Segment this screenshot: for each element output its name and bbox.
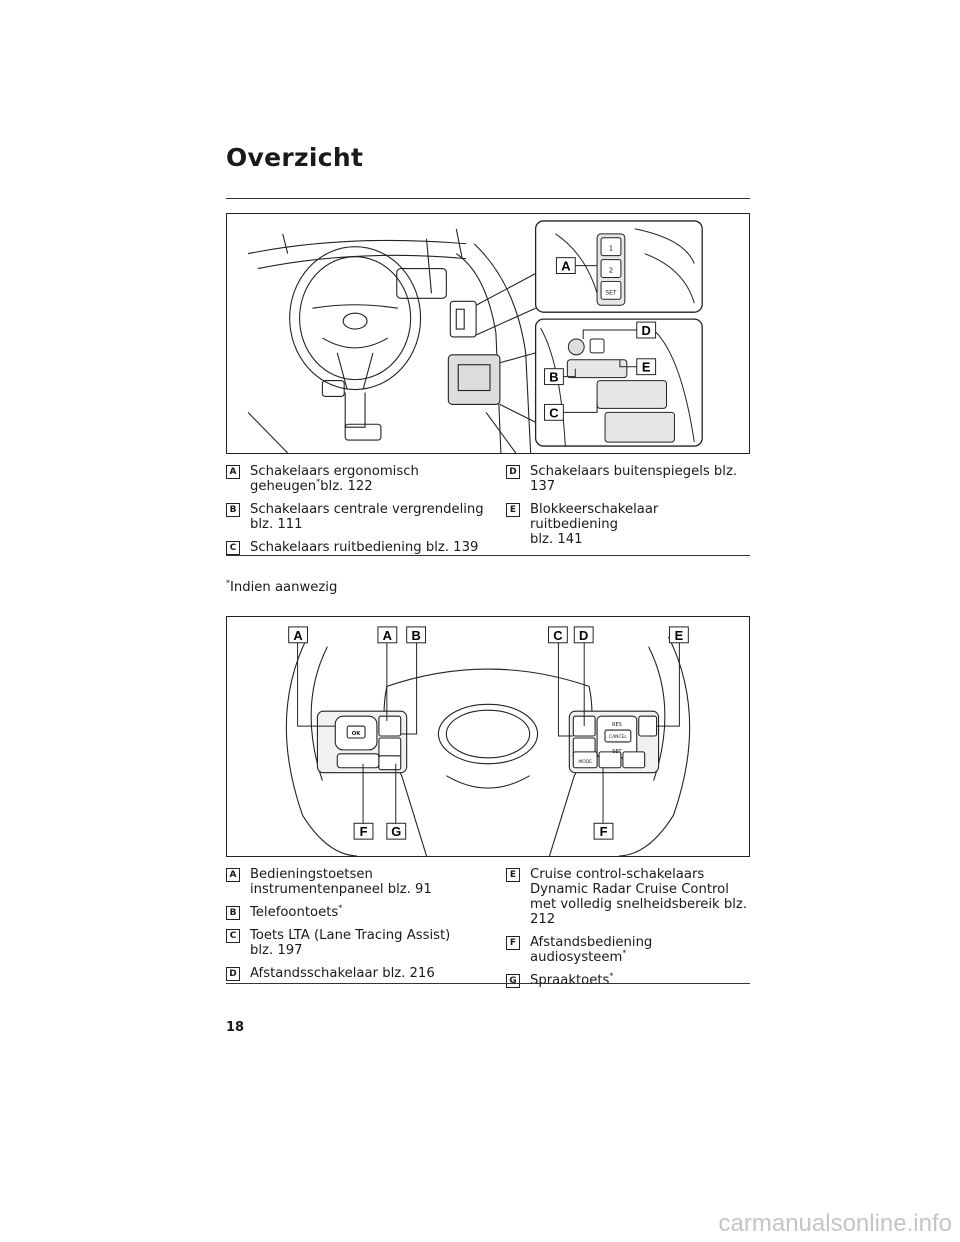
legend-text: Telefoontoets <box>250 905 339 920</box>
legend-text: Toets LTA (Lane Tracing Assist) <box>250 928 451 943</box>
legend-tag: F <box>506 936 520 950</box>
callout-b: B <box>411 628 420 643</box>
button-label: OK <box>352 731 362 737</box>
callout-e: E <box>642 360 651 375</box>
callout-d: D <box>642 323 651 338</box>
legend-item: D Schakelaars buitenspiegels blz. 137 <box>506 464 750 494</box>
legend-item: E Cruise control-schakelaars Dynamic Rad… <box>506 867 750 927</box>
legend-item: C Schakelaars ruitbediening blz. 139 <box>226 540 488 555</box>
legend-tag: A <box>226 465 240 479</box>
title-divider <box>226 198 750 199</box>
legend-tag: C <box>226 541 240 555</box>
callout-a: A <box>383 628 392 643</box>
callout-b: B <box>549 370 558 385</box>
callout-f: F <box>600 824 608 839</box>
legend-text: Schakelaars ergonomisch geheugen <box>250 464 419 494</box>
page-title: Overzicht <box>226 143 364 172</box>
legend-ref: blz. 141 <box>530 532 583 547</box>
legend-tag: E <box>506 868 520 882</box>
legend-item: B Telefoontoets* <box>226 903 488 920</box>
switch-label: 2 <box>609 267 613 275</box>
legend-tag: D <box>226 967 240 981</box>
watermark: carmanualsonline.info <box>718 1210 952 1237</box>
callout-c: C <box>553 628 562 643</box>
legend-text: Blokkeerschakelaar ruitbediening <box>530 502 659 532</box>
legend-ref: blz. 197 <box>250 943 303 958</box>
legend-tag: D <box>506 465 520 479</box>
button-label: MODE <box>578 759 592 765</box>
legend-item: B Schakelaars centrale vergrendeling blz… <box>226 502 488 532</box>
callout-g: G <box>391 824 401 839</box>
legend-tag: A <box>226 868 240 882</box>
callout-c: C <box>549 405 558 420</box>
door-controls-figure: 1 2 SET A <box>226 213 750 454</box>
legend-tag: E <box>506 503 520 517</box>
page-number: 18 <box>226 1020 245 1035</box>
legend-tag: G <box>506 974 520 988</box>
legend-text: Afstandsschakelaar blz. 216 <box>250 966 435 981</box>
footnote: *Indien aanwezig <box>226 578 338 595</box>
button-label: RES <box>612 722 622 728</box>
footnote-mark: * <box>226 578 230 588</box>
legend-text: Afstandsbediening audiosysteem <box>530 935 653 965</box>
legend-sup: * <box>622 948 627 958</box>
callout-a: A <box>561 259 570 274</box>
callout-e: E <box>675 628 684 643</box>
legend-item: A Schakelaars ergonomisch geheugen*blz. … <box>226 464 488 494</box>
legend-tag: B <box>226 503 240 517</box>
legend-divider <box>226 983 750 984</box>
legend-tag: C <box>226 929 240 943</box>
legend-item: F Afstandsbediening audiosysteem* <box>506 935 750 965</box>
button-label: SET <box>612 749 622 755</box>
legend-text: Schakelaars buitenspiegels blz. 137 <box>530 464 738 494</box>
legend-text: Spraaktoets <box>530 973 610 988</box>
legend-text: Cruise control-schakelaars Dynamic Radar… <box>530 867 747 927</box>
footnote-text: Indien aanwezig <box>230 580 338 595</box>
callout-f: F <box>360 824 368 839</box>
legend-item: D Afstandsschakelaar blz. 216 <box>226 966 488 981</box>
door-controls-illustration: 1 2 SET A <box>247 220 703 453</box>
legend-text: Schakelaars ruitbediening blz. 139 <box>250 540 479 555</box>
steering-wheel-figure: OK RES SET CANCEL MODE A <box>226 616 750 857</box>
legend-text: Schakelaars centrale vergrendeling <box>250 502 484 517</box>
legend-ref: blz. 122 <box>320 479 373 494</box>
legend-ref: blz. 111 <box>250 517 303 532</box>
callout-d: D <box>579 628 588 643</box>
legend-item: G Spraaktoets* <box>506 971 750 988</box>
legend-text: Bedieningstoetsen instrumentenpaneel blz… <box>250 867 432 897</box>
legend-item: E Blokkeerschakelaar ruitbediening blz. … <box>506 502 750 547</box>
legend-divider <box>226 555 750 556</box>
legend-sup: * <box>316 477 321 487</box>
legend-item: A Bedieningstoetsen instrumentenpaneel b… <box>226 867 488 897</box>
switch-label: 1 <box>609 245 613 253</box>
switch-label: SET <box>605 289 617 296</box>
legend-tag: B <box>226 906 240 920</box>
legend-sup: * <box>609 971 614 981</box>
callout-a: A <box>293 628 302 643</box>
legend-item: C Toets LTA (Lane Tracing Assist) blz. 1… <box>226 928 488 958</box>
button-label: CANCEL <box>609 734 627 740</box>
steering-wheel-illustration: OK RES SET CANCEL MODE A <box>285 626 691 856</box>
legend-sup: * <box>338 903 343 913</box>
